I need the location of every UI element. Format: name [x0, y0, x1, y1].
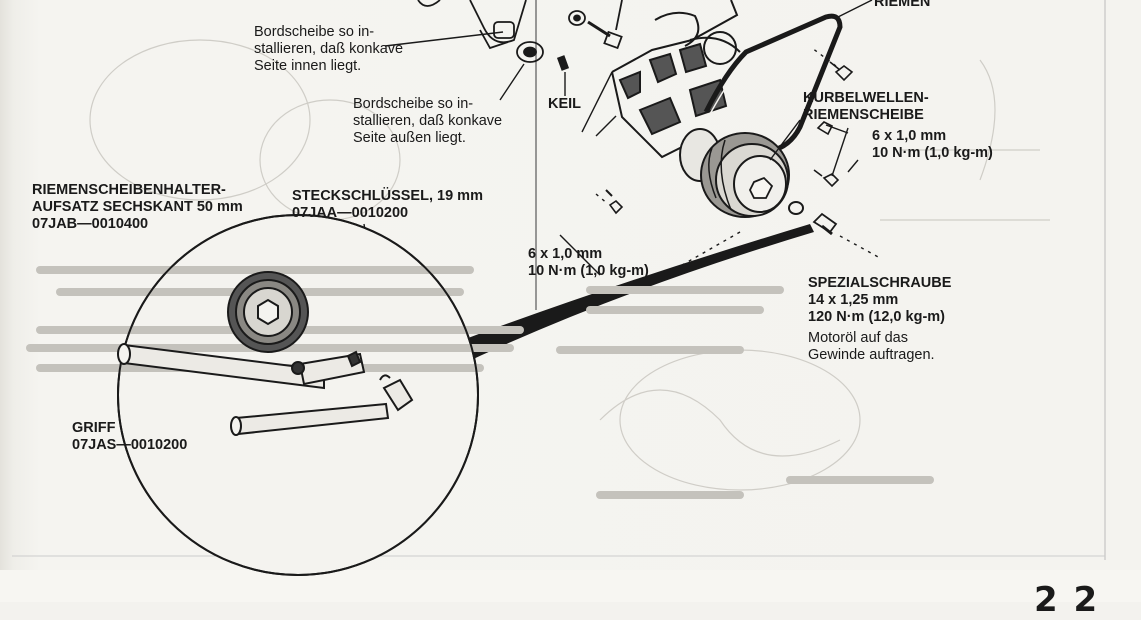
- timing-belt-cover: [611, 0, 741, 159]
- special-bolt: [812, 212, 838, 236]
- label-kurbelwellen-riemenscheibe: KURBELWELLEN- RIEMENSCHEIBE: [803, 90, 929, 123]
- pulley-holder-detail: [227, 271, 309, 353]
- dashed-guides: [595, 47, 881, 273]
- small-bolts: [605, 61, 854, 215]
- label-bordscheibe-innen: Bordscheibe so in- stallieren, daß konka…: [254, 24, 404, 74]
- label-spezialschraube-note: Motoröl auf das Gewinde auftragen.: [808, 330, 935, 363]
- belt: [703, 13, 843, 154]
- page-bottom-margin: [0, 570, 1141, 602]
- diagram-drawing: [12, 0, 1106, 576]
- page-number-fragment: 2 2: [1034, 580, 1100, 620]
- label-riemenscheibenhalter: RIEMENSCHEIBENHALTER- AUFSATZ SECHSKANT …: [32, 182, 243, 232]
- label-spezialschraube: SPEZIALSCHRAUBE 14 x 1,25 mm 120 N·m (12…: [808, 275, 952, 325]
- label-steckschluessel: STECKSCHLÜSSEL, 19 mm 07JAA—0010200: [292, 188, 483, 221]
- label-keil: KEIL: [548, 96, 582, 112]
- label-griff: GRIFF 07JAS—0010200: [72, 420, 188, 453]
- label-riemen: RIEMEN: [874, 0, 931, 10]
- label-bolt-6x10-center: 6 x 1,0 mm 10 N·m (1,0 kg-m): [528, 246, 649, 279]
- washer: [788, 201, 804, 215]
- top-left-parts: [417, 0, 623, 71]
- socket-wrench-tool: [230, 374, 414, 436]
- label-bolt-6x10-right: 6 x 1,0 mm 10 N·m (1,0 kg-m): [872, 128, 993, 161]
- callout-arrow: [452, 224, 814, 368]
- label-bordscheibe-aussen: Bordscheibe so in- stallieren, daß konka…: [353, 96, 503, 146]
- crankshaft-pulley: [679, 128, 790, 218]
- handle-tool: [117, 343, 366, 390]
